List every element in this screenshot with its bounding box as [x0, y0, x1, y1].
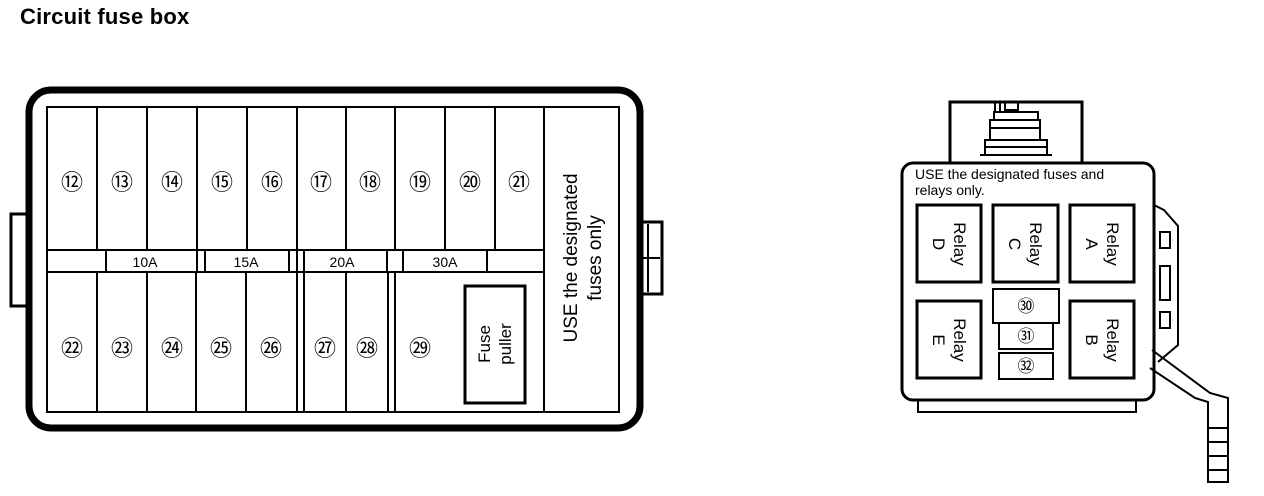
- wire-harness: [1149, 349, 1229, 483]
- relay-box-body: [900, 161, 1156, 402]
- relay-e-label: Relay E: [929, 318, 969, 362]
- relay-c: [991, 203, 1060, 284]
- fuse-28-label: ㉘: [356, 336, 378, 361]
- fuse-23-label: ㉓: [111, 336, 133, 361]
- svg-text:puller: puller: [496, 323, 515, 365]
- rating-15a: 15A: [234, 254, 260, 270]
- relay-a: [1068, 203, 1136, 284]
- svg-text:C: C: [1005, 238, 1024, 250]
- fuse-puller-label: Fuse puller: [475, 323, 515, 365]
- svg-text:Relay: Relay: [1103, 222, 1122, 266]
- fuse-puller-slot: [463, 284, 527, 405]
- fuse-14-label: ⑭: [161, 170, 183, 195]
- fuse-21-label: ㉑: [508, 170, 530, 195]
- bottom-fuse-labels: ㉒ ㉓ ㉔ ㉕ ㉖ ㉗ ㉘ ㉙: [61, 336, 431, 361]
- rating-strip-dividers: [105, 250, 488, 272]
- fuse-15-label: ⑮: [211, 170, 233, 195]
- rating-labels: 10A 15A 20A 30A: [133, 254, 459, 270]
- svg-text:USE the designated: USE the designated: [561, 173, 582, 342]
- bottom-column-dividers: [96, 272, 396, 412]
- main-box-outer: [25, 86, 644, 432]
- rating-30a: 30A: [433, 254, 459, 270]
- top-column-dividers: [96, 107, 496, 250]
- fuse-16-label: ⑯: [261, 170, 283, 195]
- relay-d-label: Relay D: [929, 222, 969, 266]
- svg-text:USE the designated fuses and: USE the designated fuses and: [915, 166, 1104, 182]
- svg-text:E: E: [929, 334, 948, 345]
- svg-text:Relay: Relay: [1103, 318, 1122, 362]
- rating-20a: 20A: [330, 254, 356, 270]
- fuse-13-label: ⑬: [111, 170, 133, 195]
- relay-b: [1068, 299, 1136, 380]
- fuse-32-slot: [998, 352, 1054, 380]
- fuse-29-label: ㉙: [409, 336, 431, 361]
- main-box-panel: [46, 106, 620, 413]
- relay-box-side-clip: [1153, 204, 1179, 363]
- svg-text:relays only.: relays only.: [915, 182, 985, 198]
- fuse-17-label: ⑰: [310, 170, 332, 195]
- fuse-24-label: ㉔: [161, 336, 183, 361]
- fuse-31-label: ㉛: [1018, 327, 1035, 346]
- svg-text:Relay: Relay: [1026, 222, 1045, 266]
- page-title: Circuit fuse box: [20, 4, 190, 29]
- relay-box: [900, 100, 1229, 483]
- relay-e: [915, 299, 983, 380]
- svg-text:A: A: [1082, 238, 1101, 250]
- fuse-26-label: ㉖: [260, 336, 282, 361]
- small-fuse-labels: ㉚ ㉛ ㉜: [1018, 297, 1035, 376]
- main-fuse-box: [9, 86, 664, 432]
- relay-d: [915, 203, 983, 284]
- fuse-31-slot: [998, 322, 1054, 350]
- svg-text:Fuse: Fuse: [475, 325, 494, 363]
- fuse-25-label: ㉕: [210, 336, 232, 361]
- rating-10a: 10A: [133, 254, 159, 270]
- svg-text:B: B: [1082, 334, 1101, 345]
- fuse-12-label: ⑫: [61, 170, 83, 195]
- relay-box-note: USE the designated fuses and relays only…: [915, 166, 1104, 198]
- fuse-18-label: ⑱: [359, 170, 381, 195]
- main-box-note: USE the designated fuses only: [561, 173, 606, 342]
- fuse-19-label: ⑲: [409, 170, 431, 195]
- svg-text:D: D: [929, 238, 948, 250]
- relay-a-label: Relay A: [1082, 222, 1122, 266]
- fuse-30-label: ㉚: [1018, 297, 1035, 316]
- svg-text:fuses only: fuses only: [585, 215, 606, 301]
- relay-c-label: Relay C: [1005, 222, 1045, 266]
- fuse-22-label: ㉒: [61, 336, 83, 361]
- fuse-20-label: ⑳: [459, 170, 481, 195]
- svg-text:Relay: Relay: [950, 222, 969, 266]
- relay-b-label: Relay B: [1082, 318, 1122, 362]
- top-fuse-labels: ⑫ ⑬ ⑭ ⑮ ⑯ ⑰ ⑱ ⑲ ⑳ ㉑: [61, 170, 530, 195]
- fuse-32-label: ㉜: [1018, 357, 1035, 376]
- svg-text:Relay: Relay: [950, 318, 969, 362]
- fuse-27-label: ㉗: [314, 336, 336, 361]
